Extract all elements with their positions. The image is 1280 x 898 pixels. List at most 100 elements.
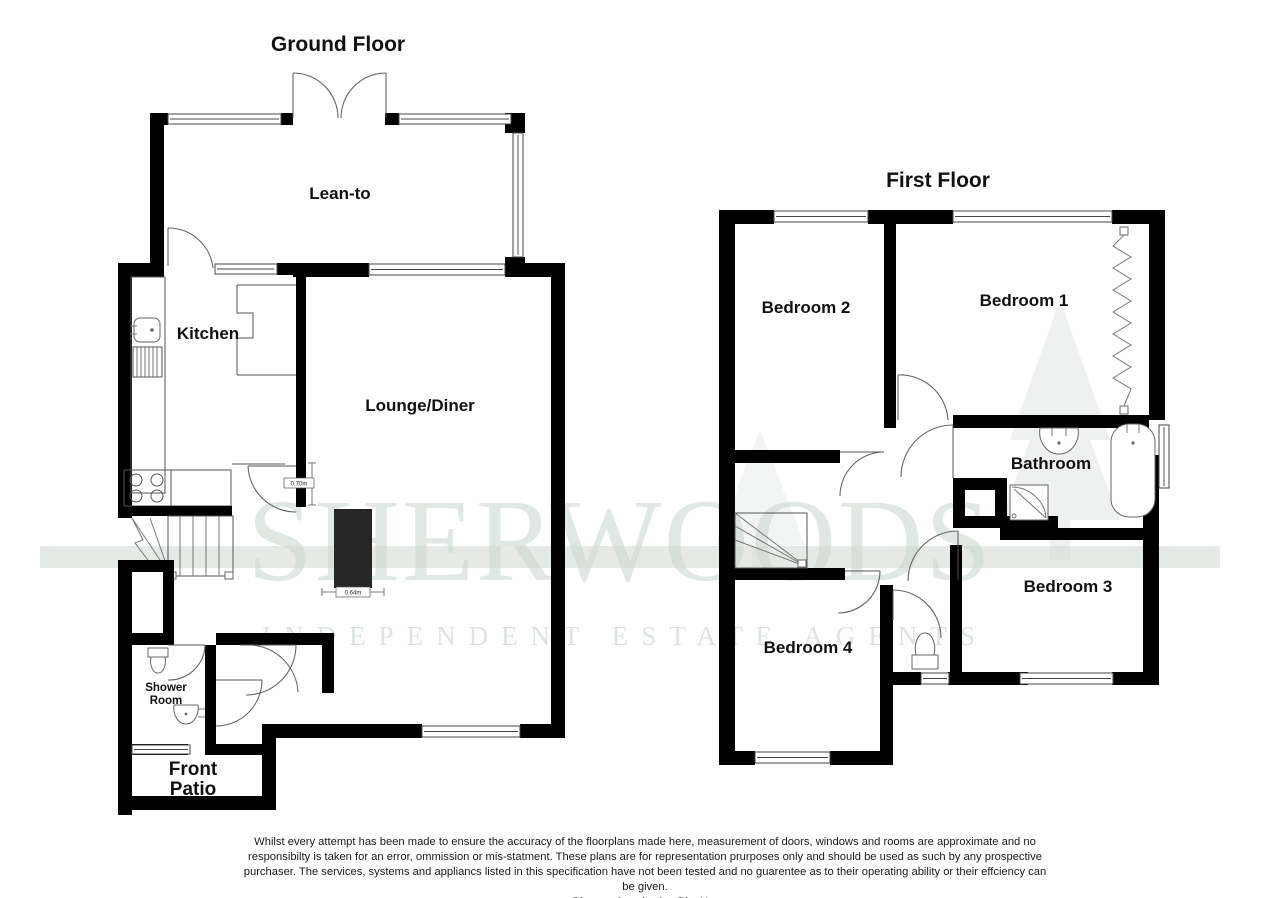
wall-ff-bed2-south bbox=[735, 450, 840, 463]
disclaimer-line-5: Plan produced using PlanUp. bbox=[573, 896, 718, 898]
dimension-label-070: 0.70m bbox=[291, 482, 308, 488]
wall-ff-right-upper bbox=[1149, 210, 1165, 420]
wall-ff-bed1-south bbox=[953, 415, 1149, 428]
wall-lounge-bottom-right bbox=[520, 724, 565, 738]
room-label-shower-room-1: Shower bbox=[145, 682, 187, 694]
wall-ff-bathroom-left bbox=[953, 478, 965, 528]
wall-patio-bottom bbox=[118, 796, 276, 810]
wall-shower-east bbox=[205, 645, 216, 755]
wall-ff-bed4-north bbox=[735, 568, 845, 580]
room-label-bedroom-4: Bedroom 4 bbox=[764, 638, 853, 657]
wall-ff-top-a bbox=[719, 210, 774, 224]
door-leanto-to-kitchen bbox=[167, 227, 214, 269]
room-label-shower-room-2: Room bbox=[150, 695, 183, 707]
wall-ff-bed3-left bbox=[950, 545, 962, 673]
stairs-landing-icon bbox=[734, 512, 808, 569]
wall-ff-bed4-right bbox=[880, 585, 893, 765]
disclaimer-line-3: purchaser. The services, systems and app… bbox=[244, 866, 1046, 878]
wall-ff-bottom-bed3b bbox=[1112, 672, 1159, 685]
wall-main-right bbox=[551, 263, 565, 738]
room-label-bathroom: Bathroom bbox=[1011, 454, 1091, 473]
window-lounge-south bbox=[421, 725, 521, 738]
window-leanto-top-left bbox=[167, 113, 282, 125]
washbasin-icon bbox=[173, 704, 205, 725]
door-landing-wc bbox=[892, 589, 942, 639]
window-bed3-south bbox=[1019, 672, 1114, 685]
disclaimer-line-1: Whilst every attempt has been made to en… bbox=[254, 836, 1036, 848]
room-label-bedroom-3: Bedroom 3 bbox=[1024, 577, 1113, 596]
wall-ff-landing-bottom bbox=[893, 672, 921, 685]
wall-ff-bed1-bed2-divider bbox=[884, 224, 896, 428]
dimension-door-070: 0.70m bbox=[283, 462, 316, 506]
room-label-lounge-diner: Lounge/Diner bbox=[365, 396, 475, 415]
wall-ff-bottom-bed3 bbox=[948, 672, 1028, 685]
wall-leanto-right-top bbox=[512, 113, 525, 133]
fireplace bbox=[334, 509, 372, 588]
wall-main-top-mid bbox=[293, 263, 369, 277]
door-bathroom bbox=[900, 424, 954, 478]
disclaimer-line-4: be given. bbox=[622, 881, 667, 893]
wall-kitchen-lounge-divider bbox=[296, 277, 306, 505]
ground-floor-plan: Lean-to bbox=[118, 72, 565, 815]
watermark-group: SHERWOODS INDEPENDENT ESTATE AGENTS bbox=[40, 300, 1220, 651]
door-bedroom3 bbox=[907, 530, 959, 582]
wall-ff-left bbox=[719, 210, 735, 765]
wall-ff-top-b bbox=[868, 210, 953, 224]
door-bedroom1 bbox=[897, 374, 949, 421]
first-floor-plan: Bedroom 2 Bedroom 1 Bathroom Bedroom 3 B… bbox=[719, 210, 1170, 765]
window-bed1-north bbox=[952, 210, 1113, 223]
wardrobe-bedroom1-icon bbox=[1112, 226, 1132, 415]
ground-floor-title: Ground Floor bbox=[271, 33, 405, 56]
wall-ff-bathroom-cubicle-right bbox=[995, 478, 1007, 520]
window-bathroom-east bbox=[1158, 424, 1170, 489]
door-hall-to-lounge bbox=[240, 644, 299, 696]
wall-ff-bed3-bathroom bbox=[1000, 528, 1148, 540]
bathroom-washbasin-icon bbox=[1039, 427, 1079, 455]
wall-leanto-top-left2 bbox=[281, 113, 293, 125]
wall-hall-bottom bbox=[216, 744, 276, 755]
window-bed4-south bbox=[754, 751, 831, 764]
wc-icon bbox=[147, 647, 169, 674]
wall-divider-stub bbox=[296, 495, 306, 507]
shower-cubicle-icon bbox=[1009, 484, 1049, 521]
window-shower-south bbox=[131, 744, 191, 755]
wall-shower-right bbox=[163, 560, 174, 645]
wall-hall-top bbox=[118, 560, 174, 572]
kitchen-drainer-icon bbox=[132, 346, 163, 378]
wall-main-left-upper bbox=[118, 263, 132, 518]
wall-leanto-top-right1 bbox=[385, 113, 399, 125]
landing-wc-icon bbox=[911, 632, 939, 670]
window-lounge-north bbox=[368, 263, 506, 276]
wall-hall-divider-bottom bbox=[118, 633, 174, 645]
watermark-bar bbox=[40, 546, 1220, 568]
disclaimer-line-2: responsibilty is taken for an error, omm… bbox=[248, 851, 1042, 863]
wall-hall-top-strip bbox=[216, 633, 334, 645]
wall-ff-bottom-bed4b bbox=[830, 751, 892, 765]
wall-main-left-lower bbox=[118, 560, 132, 815]
wall-leanto-top-left bbox=[150, 113, 168, 125]
room-label-lean-to: Lean-to bbox=[309, 184, 370, 203]
door-bedroom2 bbox=[839, 451, 885, 497]
dimension-label-064: 0.64m bbox=[345, 591, 362, 597]
window-landing-south bbox=[920, 672, 950, 685]
door-leanto-french bbox=[292, 72, 387, 119]
wall-main-top-right bbox=[505, 263, 565, 277]
window-bed2-north bbox=[773, 210, 869, 223]
disclaimer-block: Whilst every attempt has been made to en… bbox=[244, 836, 1046, 898]
wall-ff-bottom-bed4 bbox=[719, 751, 755, 765]
room-label-bedroom-2: Bedroom 2 bbox=[762, 298, 851, 317]
first-floor-title: First Floor bbox=[886, 169, 990, 192]
wall-leanto-left bbox=[150, 113, 164, 273]
room-label-front-patio-1: Front bbox=[169, 759, 218, 780]
room-label-front-patio-2: Patio bbox=[170, 779, 216, 800]
window-leanto-top-right bbox=[398, 113, 512, 125]
window-kitchen-north bbox=[214, 263, 278, 275]
watermark-tagline: INDEPENDENT ESTATE AGENTS bbox=[262, 621, 988, 651]
wall-hall-right bbox=[322, 633, 334, 693]
door-kitchen-to-lounge bbox=[247, 465, 297, 513]
door-bedroom4 bbox=[837, 570, 881, 614]
kitchen-sink-icon bbox=[130, 276, 166, 494]
room-label-kitchen: Kitchen bbox=[177, 324, 239, 343]
bathtub-icon bbox=[1110, 423, 1156, 518]
door-shower-room bbox=[167, 644, 206, 681]
